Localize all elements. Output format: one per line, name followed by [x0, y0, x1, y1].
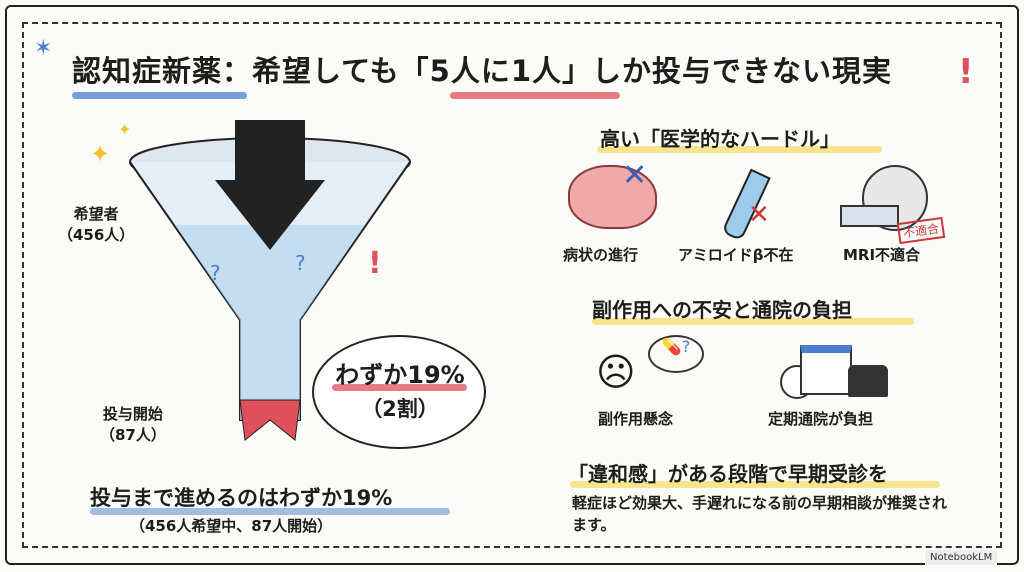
hurdle-label: アミロイドβ不在: [678, 246, 794, 264]
funnel-illustration: ? ?: [129, 120, 411, 441]
hurdle-label: MRI不適合: [843, 246, 921, 264]
advice-heading: 「違和感」がある段階で早期受診を: [568, 462, 888, 486]
weight-icon: [848, 365, 888, 397]
outer-frame: [5, 5, 1019, 565]
bubble-percent: わずか19%: [335, 361, 465, 389]
mri-bed-icon: [840, 205, 899, 227]
advice-text: 軽症ほど効果大、手遅れになる前の早期相談が推奨されます。: [572, 494, 948, 534]
svg-text:?: ?: [210, 261, 221, 285]
applicants-label: 希望者（456人）: [58, 205, 135, 244]
bubble-sub: （2割）: [361, 397, 439, 421]
page-title: 認知症新薬：希望しても「5人に1人」しか投与できない現実: [72, 54, 893, 88]
hurdles-heading: 高い「医学的なハードル」: [600, 127, 840, 151]
dashed-border: [22, 22, 1002, 548]
started-label: 投与開始（87人）: [100, 405, 166, 444]
hurdle-label: 病状の進行: [563, 246, 639, 264]
burden-label: 定期通院が負担: [768, 410, 874, 428]
burden-label: 副作用懸念: [598, 410, 674, 428]
speech-bubble: [312, 335, 486, 449]
exclamation-icon: !: [368, 246, 382, 281]
funnel-summary-sub: （456人希望中、87人開始）: [130, 517, 333, 535]
star-icon: ✶: [34, 36, 53, 61]
sparkle-icon: ✦: [118, 120, 132, 139]
burden-heading: 副作用への不安と通院の負担: [592, 298, 852, 322]
pill-thought-icon: 💊?: [648, 335, 704, 373]
sparkle-icon: ✦: [90, 140, 111, 168]
notebooklm-badge: NotebookLM: [925, 550, 998, 565]
svg-text:?: ?: [295, 251, 306, 275]
funnel-summary: 投与まで進めるのはわずか19%: [90, 486, 393, 510]
exclamation-icon: !: [958, 52, 974, 92]
worried-face-icon: ☹: [596, 350, 636, 394]
brain-icon: [568, 165, 657, 229]
calendar-icon: [800, 345, 852, 395]
cross-icon: ✕: [748, 200, 770, 230]
cross-icon: ✕: [622, 158, 648, 193]
